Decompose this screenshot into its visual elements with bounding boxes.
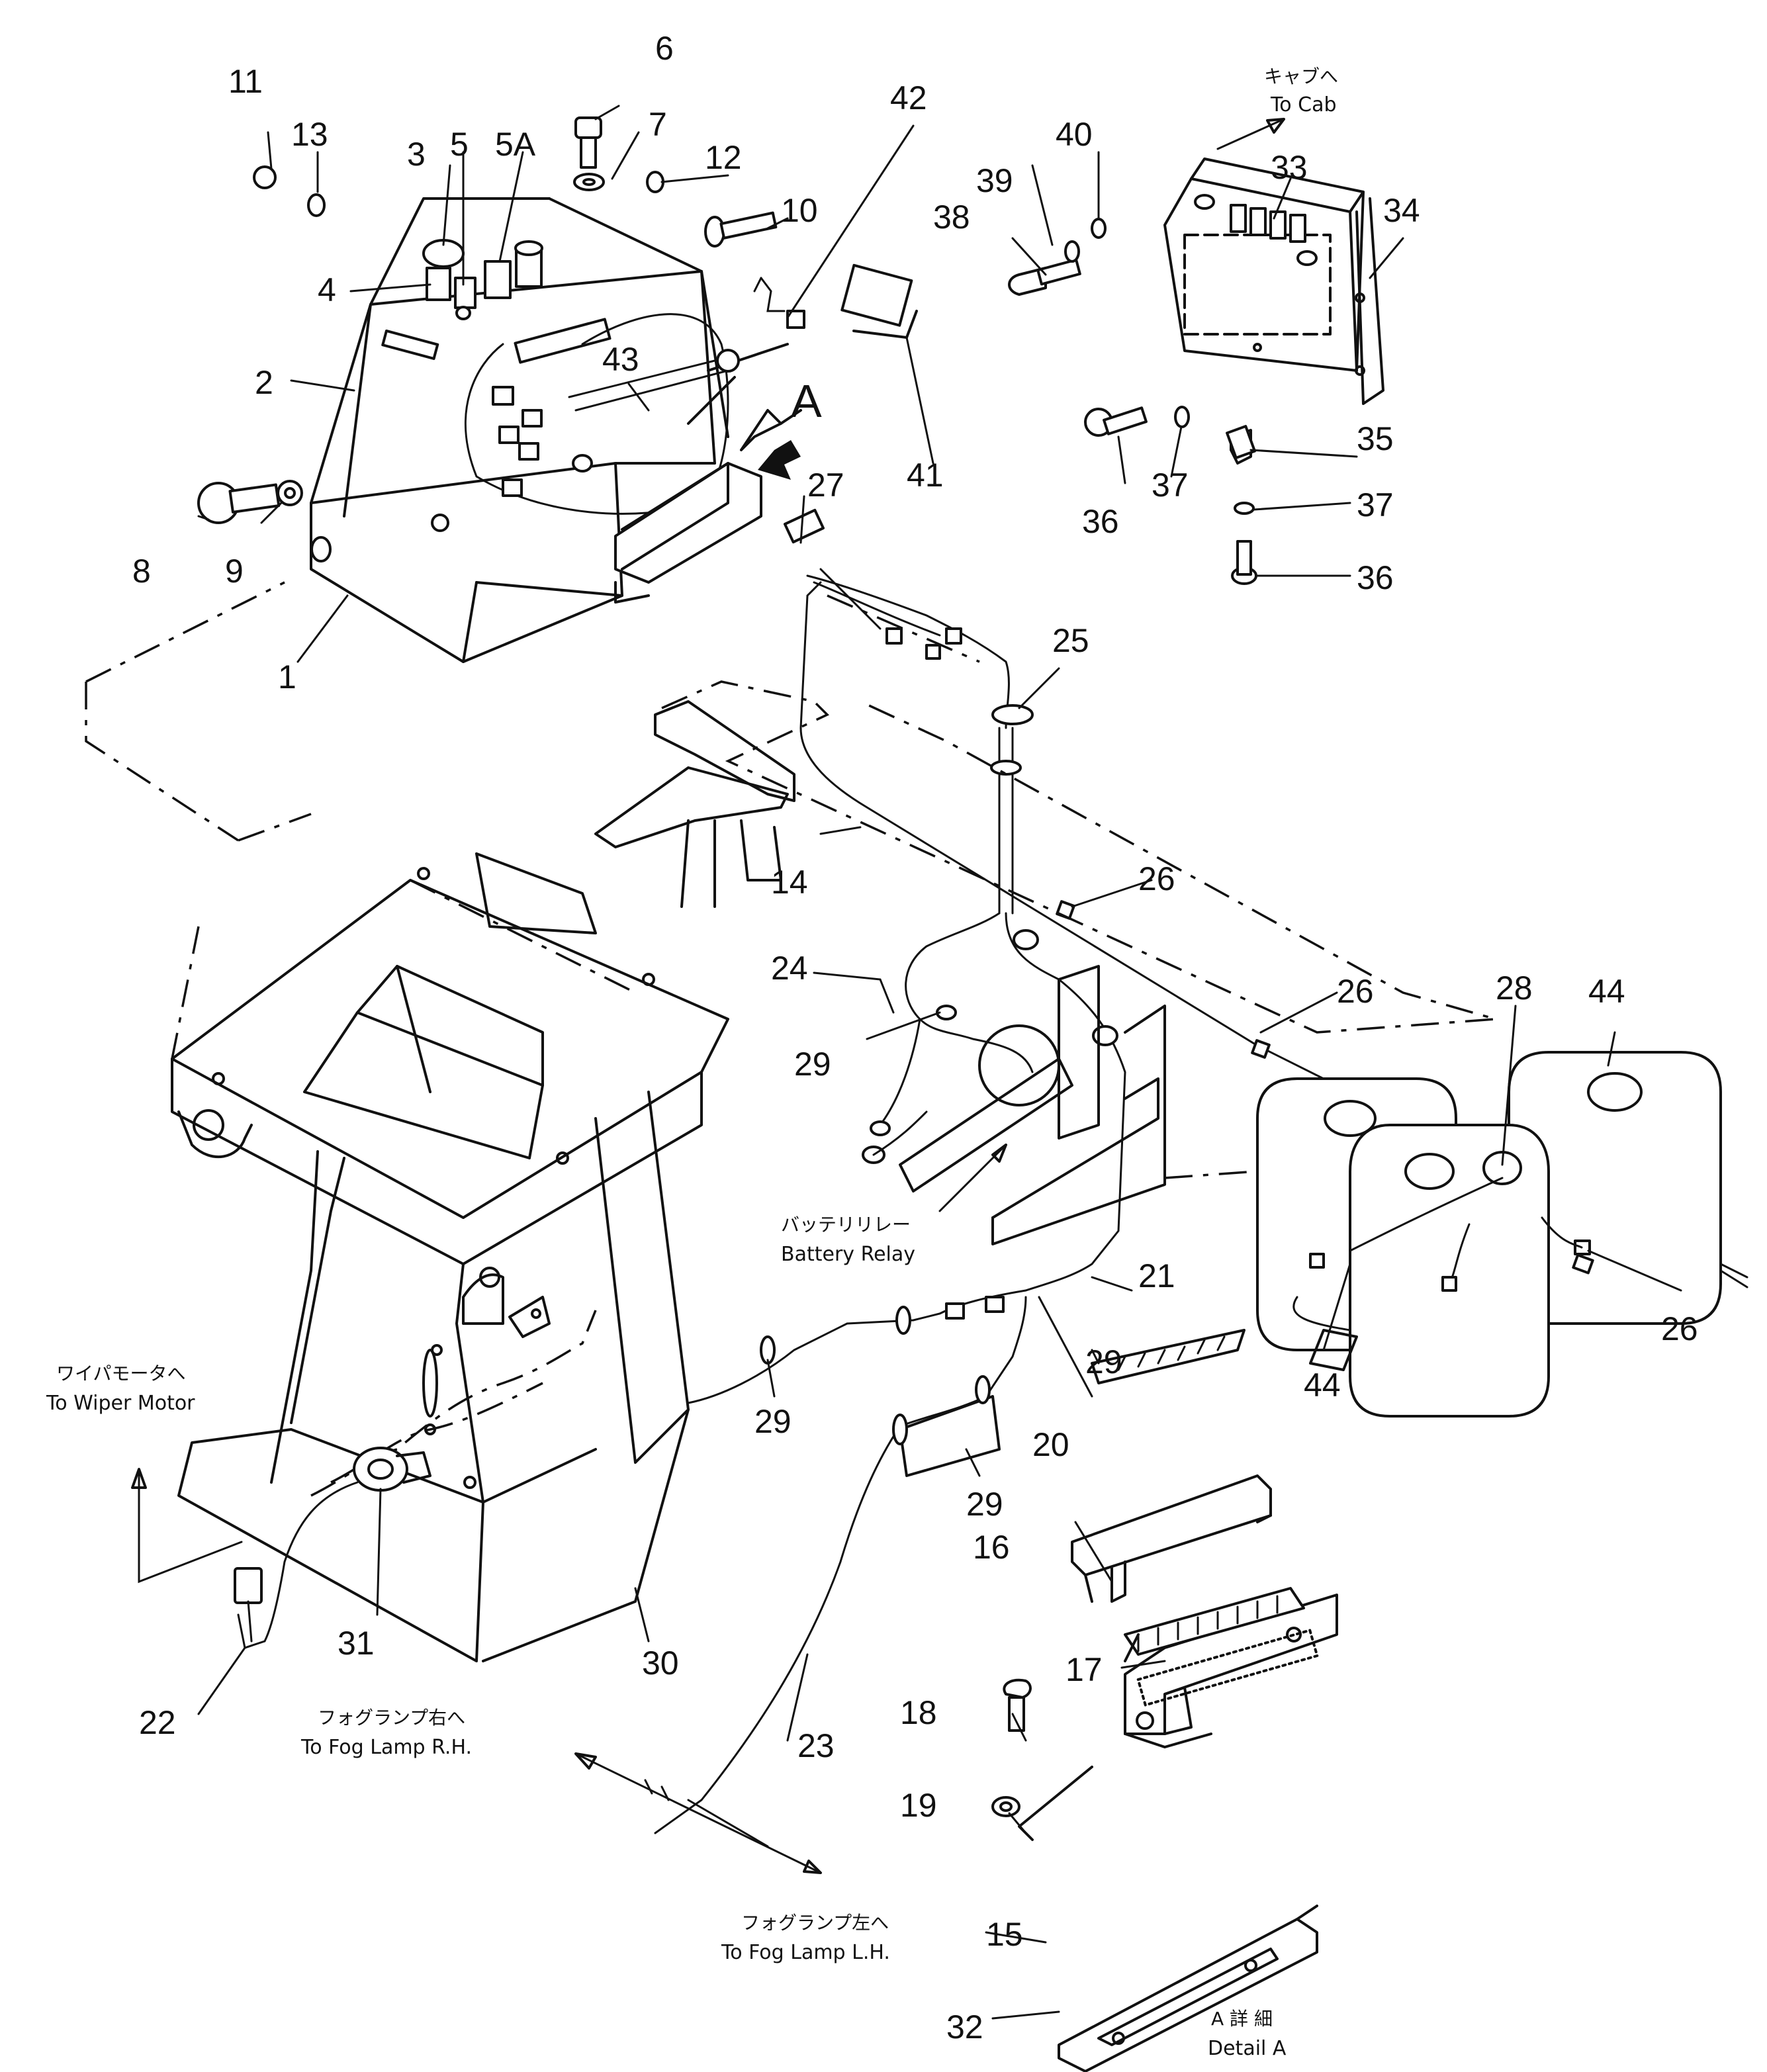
fog-lamp-rh-en: To Fog Lamp R.H. [300, 1736, 472, 1759]
part-label-42: 42 [890, 79, 927, 116]
part-label-16: 16 [973, 1529, 1010, 1566]
fog-lamp-rh-jp: フォグランプ右へ [318, 1707, 465, 1729]
part-label-5a: 5A [495, 126, 536, 163]
part-label-25: 25 [1052, 622, 1089, 659]
detail-a-arrow [758, 440, 801, 480]
console-stand [171, 852, 729, 1662]
outline-upper-2 [85, 682, 312, 842]
part-label-19: 19 [900, 1787, 937, 1824]
fog-lamp-lh-arrowhead [803, 1860, 822, 1874]
part-label-13: 13 [291, 116, 328, 153]
fuse-box [991, 1329, 1338, 2072]
part-label-27: 27 [807, 467, 844, 504]
fog-lamp-harness-line [574, 1752, 822, 1874]
part-label-3: 3 [407, 136, 426, 173]
battery-relay-jp: バッテリリレー [781, 1214, 911, 1236]
part-label-26c: 26 [1661, 1310, 1698, 1347]
part-label-36b: 36 [1357, 559, 1394, 596]
part-label-15: 15 [986, 1916, 1023, 1953]
to-cab-arrow-line [1216, 118, 1285, 150]
part-label-18: 18 [900, 1694, 937, 1731]
fog-lamp-rh-arrowhead [574, 1752, 597, 1770]
to-cab-arrowhead [1266, 118, 1285, 134]
leader-lines [197, 105, 1682, 2020]
part-label-43: 43 [602, 341, 639, 378]
part-label-29c: 29 [754, 1403, 792, 1440]
part-label-28: 28 [1496, 969, 1533, 1007]
to-cab-jp: キャブへ [1264, 66, 1338, 87]
part-label-12: 12 [705, 139, 742, 176]
relay-box [1008, 158, 1384, 585]
wiper-motor-arrowhead [131, 1468, 147, 1489]
outline-lower [1164, 1170, 1258, 1179]
part-label-38: 38 [933, 199, 970, 236]
battery-relay-arrowhead [991, 1144, 1007, 1163]
part-label-29d: 29 [966, 1486, 1003, 1523]
part-label-22: 22 [139, 1704, 176, 1741]
part-label-39: 39 [976, 162, 1013, 199]
part-label-29b: 29 [1085, 1343, 1122, 1380]
part-label-1: 1 [278, 658, 296, 696]
part-label-26a: 26 [1138, 860, 1175, 897]
connector-block-a [614, 263, 918, 604]
part-label-17: 17 [1065, 1651, 1103, 1688]
batteries [1256, 1051, 1748, 1418]
battery-relay-en: Battery Relay [781, 1243, 915, 1266]
platform-rail [594, 700, 795, 908]
part-label-4: 4 [318, 271, 336, 308]
part-label-36a: 36 [1082, 503, 1119, 540]
part-label-30: 30 [642, 1644, 679, 1682]
battery-relay-pointer [938, 1144, 1007, 1212]
outline-platform-2 [827, 594, 980, 663]
part-label-10: 10 [781, 192, 818, 229]
part-number-labels: 1 2 3 4 5 5A 6 7 8 9 10 11 12 13 14 15 1… [132, 30, 1698, 2046]
outline-left-edge [171, 879, 636, 1059]
part-label-5: 5 [450, 126, 469, 163]
part-label-34: 34 [1383, 192, 1420, 229]
panel-knobs [422, 239, 543, 320]
part-label-a: A [791, 375, 822, 427]
part-label-7: 7 [649, 106, 667, 143]
wiper-motor-arrow-line [138, 1468, 243, 1584]
part-label-26b: 26 [1337, 973, 1374, 1010]
fog-lamp-lh-en: To Fog Lamp L.H. [721, 1941, 890, 1964]
part-label-41: 41 [907, 457, 944, 494]
part-label-37b: 37 [1357, 486, 1394, 523]
part-label-21: 21 [1138, 1257, 1175, 1294]
hardware-top [197, 116, 778, 524]
detail-a-jp: A 詳 細 [1211, 2008, 1273, 2030]
battery-relay-bracket [862, 965, 1166, 1245]
fog-lamp-break [644, 1779, 670, 1801]
part-label-23: 23 [797, 1727, 835, 1764]
part-label-14: 14 [771, 864, 808, 901]
part-label-24: 24 [771, 950, 808, 987]
part-label-35: 35 [1357, 420, 1394, 457]
wiper-motor-en: To Wiper Motor [46, 1392, 195, 1415]
part-label-20: 20 [1032, 1426, 1069, 1463]
part-label-33: 33 [1271, 149, 1308, 186]
annotations: キャブへ To Cab バッテリリレー Battery Relay ワイパモータ… [46, 66, 1338, 2060]
part-label-29a: 29 [794, 1046, 831, 1083]
outline-platform [661, 680, 1496, 1034]
part-label-6: 6 [655, 30, 674, 67]
part-label-37a: 37 [1152, 467, 1189, 504]
part-label-31: 31 [338, 1625, 375, 1662]
detail-a-en: Detail A [1208, 2037, 1287, 2060]
fog-lamp-lh-jp: フォグランプ左へ [741, 1912, 889, 1934]
part-label-40: 40 [1056, 116, 1093, 153]
part-label-44a: 44 [1588, 973, 1625, 1010]
part-label-8: 8 [132, 553, 151, 590]
part-label-44b: 44 [1304, 1367, 1341, 1404]
outline-upper [85, 581, 285, 683]
wiper-motor-jp: ワイパモータへ [56, 1363, 185, 1384]
to-cab-en: To Cab [1270, 93, 1337, 116]
part-label-11: 11 [228, 63, 263, 100]
part-label-2: 2 [255, 364, 273, 401]
part-label-9: 9 [225, 553, 244, 590]
part-label-32: 32 [946, 2008, 983, 2046]
